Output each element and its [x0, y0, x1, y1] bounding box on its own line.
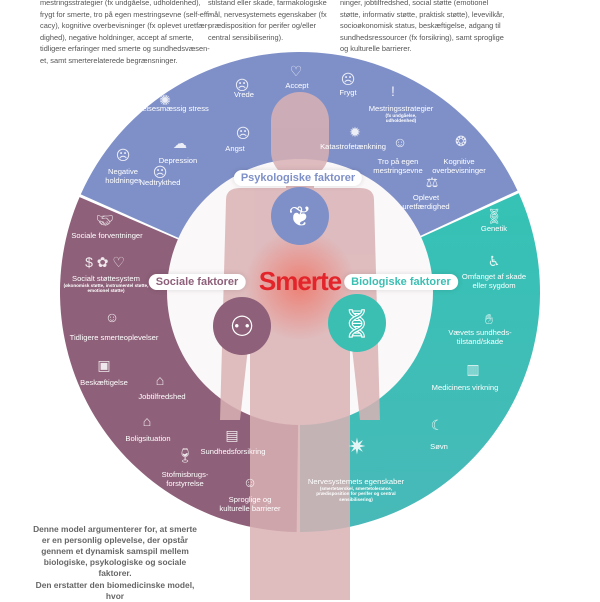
- text-line: stilstand eller skade, farmakologiske: [208, 0, 327, 7]
- item-dejection: Nedtrykthed: [139, 178, 181, 187]
- handshake-icon: 🤝︎: [96, 212, 114, 228]
- fear-head-icon: ☹: [340, 71, 356, 87]
- item-acceptance: Accept: [285, 81, 309, 90]
- cognitive-head-icon: ❂: [455, 133, 467, 149]
- scales-icon: ⚖: [425, 174, 439, 190]
- item-cognitive-beliefs: Kognitive overbevisninger: [432, 157, 486, 175]
- dna-small-icon: 🧬︎: [485, 208, 503, 224]
- text-line: mål, nervesystemets egenskaber (fx: [208, 9, 327, 19]
- item-negative-attitudes: Negative holdninger: [105, 167, 141, 185]
- item-previous-pain: Tidligere smerteoplevelser: [69, 333, 159, 342]
- nervous-system-icon: ✷: [347, 434, 367, 459]
- job-icon: ▣: [97, 357, 111, 373]
- pain-glow: [245, 230, 355, 340]
- item-health-insurance: Sundhedsforsikring: [200, 447, 266, 456]
- item-catastrophizing: Katastrofetænkning: [320, 142, 386, 151]
- bio-description: stilstand eller skade, farmakologiske må…: [208, 0, 327, 43]
- social-factors-label: Sociale faktorer: [148, 274, 246, 290]
- item-perceived-injustice: Oplevet uretfærdighed: [402, 193, 450, 211]
- negative-head-icon: ☹: [115, 147, 131, 163]
- item-emotional-stress: Følelsesmæssig stress: [131, 104, 209, 113]
- item-self-efficacy: Tro på egen mestringsevne: [373, 157, 423, 175]
- text-line: mestringsstrategier (fx undgåelse, udhol…: [40, 0, 201, 7]
- memory-head-icon: ☺: [104, 309, 120, 325]
- model-description-2: Den erstatter den biomedicinske model, h…: [35, 580, 195, 601]
- text-line: tidligere erfaringer med smerte og sundh…: [40, 44, 210, 54]
- item-substance-use: Stofmisbrugs-forstyrrelse: [161, 470, 209, 488]
- bottle-icon: 🍷︎: [176, 447, 194, 463]
- medicine-icon: ▥: [466, 361, 480, 377]
- speaking-head-icon: ☺: [242, 474, 258, 490]
- model-description: Denne model argumenterer for, at smerte …: [33, 524, 197, 578]
- self-efficacy-icon: ☺: [392, 134, 408, 150]
- anxiety-head-icon: ☹: [235, 125, 251, 141]
- psych-description: mestringsstrategier (fx undgåelse, udhol…: [40, 0, 212, 67]
- item-sleep: Søvn: [430, 442, 448, 451]
- text-line: sundhedsressourcer (fx forsikring), samt…: [340, 32, 504, 42]
- text-line: ninger, jobtilfredshed, social støtte (e…: [340, 0, 489, 7]
- alert-head-icon: !: [391, 83, 395, 99]
- item-housing: Boligsituation: [125, 434, 171, 443]
- item-anger: Vrede: [234, 90, 254, 99]
- catastrophizing-icon: ✹: [349, 124, 361, 140]
- psychological-factors-label: Psykologiske faktorer: [233, 170, 363, 186]
- item-social-support: Socialt støttesystem(økonomisk støtte, i…: [63, 274, 149, 294]
- text-line: frygt for smerte, tro på egen mestringse…: [40, 9, 212, 19]
- item-anxiety: Angst: [225, 144, 245, 153]
- text-line: socioøkonomisk status, beskæftigelse, ad…: [340, 21, 501, 31]
- house-icon: ⌂: [142, 413, 152, 429]
- cloud-icon: ☁: [173, 135, 187, 151]
- item-language-barriers: Sproglige og kulturelle barrierer: [219, 495, 281, 513]
- moon-icon: ☾: [430, 417, 444, 433]
- pain-title: Smerte: [258, 266, 342, 296]
- item-fear: Frygt: [339, 88, 357, 97]
- item-medication: Medicinens virkning: [431, 383, 499, 392]
- item-depression: Depression: [158, 156, 198, 165]
- item-social-expectations: Sociale forventninger: [71, 231, 143, 240]
- text-line: central sensibilisering).: [208, 32, 284, 42]
- text-line: støtte, informativ støtte, praktisk støt…: [340, 9, 505, 19]
- anger-head-icon: ☹: [234, 77, 250, 93]
- text-line: et, samt smerterelaterede begrænsninger.: [40, 55, 178, 65]
- text-line: og kulturelle barrierer.: [340, 44, 412, 54]
- injury-icon: ♿︎: [487, 253, 501, 269]
- dna-icon: 🧬︎: [328, 294, 386, 352]
- brain-icon: ❦: [271, 187, 329, 245]
- social-description: ninger, jobtilfredshed, social støtte (e…: [340, 0, 504, 55]
- tissue-icon: ✋︎: [485, 311, 493, 327]
- item-employment: Beskæftigelse: [80, 378, 128, 387]
- biological-factors-label: Biologiske faktorer: [344, 274, 458, 290]
- people-group-icon: ⚇: [213, 297, 271, 355]
- insurance-icon: ▤: [225, 427, 239, 443]
- text-line: prædisposition for perifer og/eller: [208, 21, 317, 31]
- sad-head-icon: ☹: [152, 164, 168, 180]
- item-coping-strategies: Mestringsstrategier(fx undgåelse, udhold…: [368, 104, 434, 124]
- item-genetics: Genetik: [480, 224, 508, 233]
- stress-icon: ✺: [159, 92, 171, 108]
- briefcase-icon: ⌂: [155, 372, 165, 388]
- item-job-satisfaction: Jobtilfredshed: [138, 392, 186, 401]
- item-tissue-health: Vævets sundheds-tilstand/skade: [448, 328, 512, 346]
- item-nervous-system: Nervesystemets egenskaber(smertetærskel,…: [307, 477, 405, 502]
- item-injury-extent: Omfanget af skade eller sygdom: [461, 272, 527, 290]
- text-line: cacy), kognitive overbevisninger (fx opl…: [40, 21, 210, 31]
- text-line: dighed), negative holdninger, accept af …: [40, 32, 194, 42]
- support-hands-icon: $ ✿ ♡: [85, 254, 125, 270]
- heart-hands-icon: ♡: [289, 63, 303, 79]
